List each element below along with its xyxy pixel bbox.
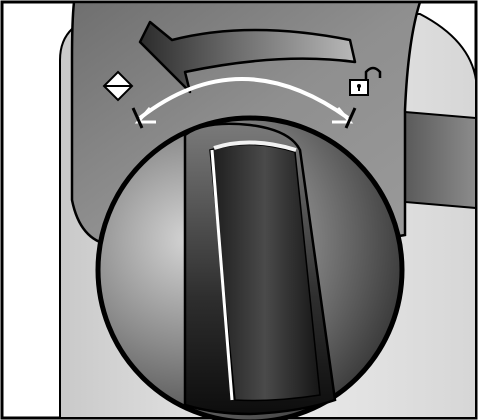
scale-arc xyxy=(138,77,350,120)
unlock-symbol-icon xyxy=(349,66,382,96)
knob-grip-highlight xyxy=(210,149,234,401)
rotary-knob[interactable] xyxy=(95,115,405,420)
knob-grip-top-edge xyxy=(213,140,297,152)
side-rail xyxy=(404,110,477,210)
scale-right-stop xyxy=(344,107,357,129)
ventilation-symbol-icon xyxy=(102,70,134,102)
scale-left-stop xyxy=(131,107,144,129)
rotation-arrow-icon xyxy=(138,20,357,94)
